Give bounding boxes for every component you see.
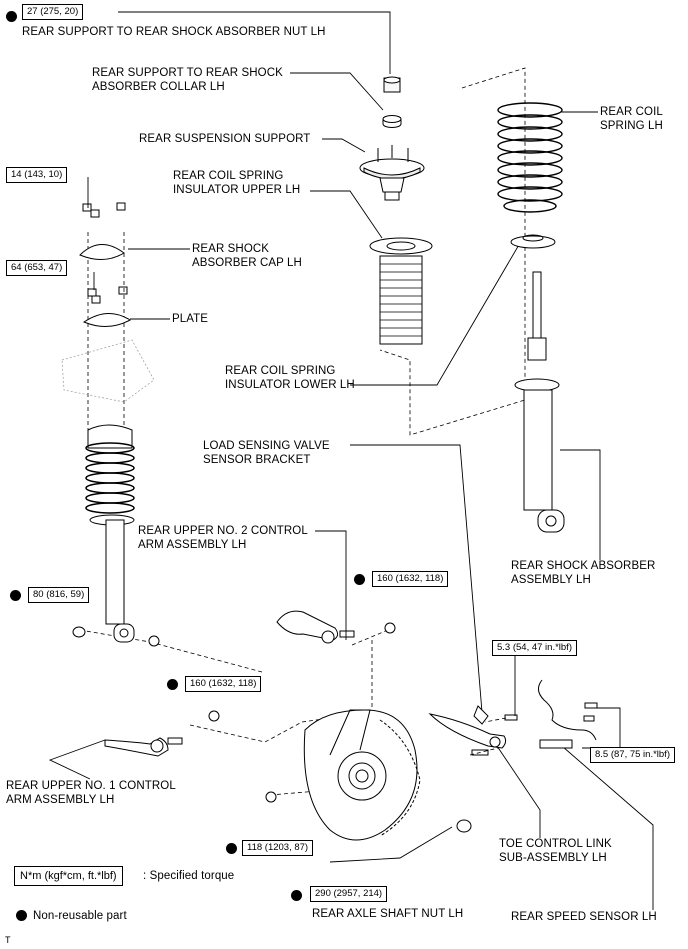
support-nut-part [383,76,401,93]
leader-lines [48,11,654,910]
nonreusable-mark-1 [6,11,17,22]
knuckle-hub-part [265,709,472,841]
upper-arm-no2-part [276,610,396,644]
nonreusable-mark-4 [167,679,178,690]
label-toe-link: TOE CONTROL LINK SUB-ASSEMBLY LH [499,838,612,864]
torque-cap-nuts: 14 (143, 10) [6,167,68,183]
left-cap-assembly [61,202,155,403]
label-upper2-arm: REAR UPPER NO. 2 CONTROL ARM ASSEMBLY LH [138,525,308,551]
label-shock-cap: REAR SHOCK ABSORBER CAP LH [192,243,302,269]
label-support-nut: REAR SUPPORT TO REAR SHOCK ABSORBER NUT … [22,26,326,38]
legend-nonreusable-text: Non-reusable part [33,910,127,922]
coil-spring-part [497,102,563,213]
legend-torque-desc: : Specified torque [143,870,235,882]
label-collar: REAR SUPPORT TO REAR SHOCK ABSORBER COLL… [92,67,283,93]
footer-mark: T [5,935,11,945]
label-plate: PLATE [172,313,209,325]
legend-torque-box: N*m (kgf*cm, ft.*lbf) [14,866,123,886]
torque-plate-nuts: 64 (653, 47) [6,260,68,276]
label-load-sensing-bracket: LOAD SENSING VALVE SENSOR BRACKET [203,440,330,466]
left-strut-assembly [72,424,160,647]
upper-arm-no1-part [104,710,220,757]
legend-nonreusable-dot [16,910,27,921]
torque-speed-sensor-bolt: 8.5 (87, 75 in.*lbf) [590,747,675,763]
collar-part [382,115,402,128]
label-insulator-upper: REAR COIL SPRING INSULATOR UPPER LH [173,170,301,196]
speed-sensor-part [538,679,598,749]
torque-support-nut: 27 (275, 20) [22,4,84,20]
toe-link-part [428,705,518,756]
label-axle-nut: REAR AXLE SHAFT NUT LH [312,908,464,920]
nonreusable-mark-3 [354,574,365,585]
insulator-lower-part [510,234,556,249]
torque-knuckle-bolt: 118 (1203, 87) [242,840,314,856]
shock-absorber-part [514,271,565,533]
insulator-upper-part [369,237,433,345]
label-speed-sensor: REAR SPEED SENSOR LH [511,911,657,923]
dashed-lines [79,67,526,796]
suspension-support-part [359,145,425,201]
torque-upper1-bolt: 160 (1632, 118) [185,676,262,692]
label-shock-absorber: REAR SHOCK ABSORBER ASSEMBLY LH [511,560,656,586]
label-suspension-support: REAR SUSPENSION SUPPORT [139,133,311,145]
label-upper1-arm: REAR UPPER NO. 1 CONTROL ARM ASSEMBLY LH [6,780,176,806]
label-coil-spring: REAR COIL SPRING LH [600,106,663,132]
nonreusable-mark-6 [291,890,302,901]
torque-bracket-bolt: 5.3 (54, 47 in.*lbf) [492,640,577,656]
nonreusable-mark-5 [226,843,237,854]
nonreusable-mark-2 [10,590,21,601]
label-insulator-lower: REAR COIL SPRING INSULATOR LOWER LH [225,365,355,391]
torque-upper2-bolt: 160 (1632, 118) [372,571,449,587]
torque-lower-bolt: 80 (816, 59) [28,587,90,603]
torque-axle-nut: 290 (2957, 214) [310,886,388,902]
